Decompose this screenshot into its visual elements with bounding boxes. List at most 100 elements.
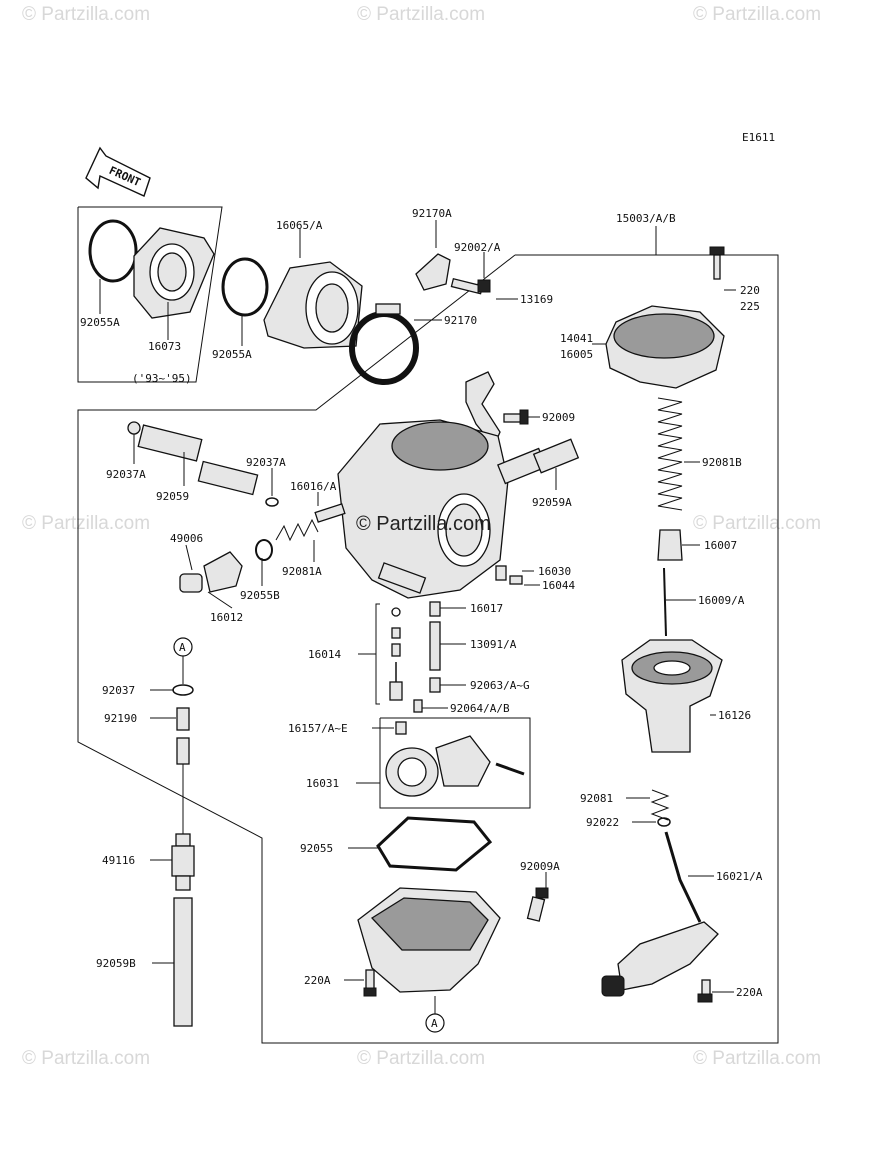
label-92037: 92037 [102, 684, 135, 697]
spring-92081 [650, 789, 670, 821]
washer-92022 [657, 817, 671, 827]
screw-220a-right-icon [697, 979, 713, 1003]
watermark-bottom-left: © Partzilla.com [22, 1048, 150, 1069]
intake-gasket-box [77, 206, 223, 383]
hose-92190 [176, 707, 190, 765]
bolt-92002 [450, 277, 491, 295]
ref-a-top-label: A [179, 641, 186, 654]
watermark-mid-left: © Partzilla.com [22, 513, 150, 534]
label-16016: 16016/A [290, 480, 337, 493]
jets-bracket [375, 603, 403, 705]
label-14041: 14041 [560, 332, 593, 345]
label-92081: 92081 [580, 792, 613, 805]
pilot-jet-92064 [413, 699, 423, 713]
label-49006: 49006 [170, 532, 203, 545]
label-16007: 16007 [704, 539, 737, 552]
spring-92081b [657, 397, 683, 511]
label-16017: 16017 [470, 602, 503, 615]
washer-92037 [172, 684, 194, 696]
float-bowl-gasket [376, 816, 493, 872]
label-92064: 92064/A/B [450, 702, 510, 715]
top-cover [605, 305, 725, 389]
label-16009: 16009/A [698, 594, 745, 607]
hose-92059a [497, 438, 580, 485]
label-16044: 16044 [542, 579, 575, 592]
washer-92037a [265, 497, 279, 507]
label-92059: 92059 [156, 490, 189, 503]
label-92081b: 92081B [702, 456, 742, 469]
intake-holder [263, 261, 363, 349]
label-225: 225 [740, 300, 760, 313]
float-bowl [357, 887, 501, 993]
choke-cable [601, 831, 719, 997]
label-16126: 16126 [718, 709, 751, 722]
label-220a-right: 220A [736, 986, 763, 999]
tee-fitting-49116 [171, 833, 195, 891]
fitting-16030 [495, 565, 523, 585]
watermark-mid-right: © Partzilla.com [693, 513, 821, 534]
carburetor-body [337, 419, 509, 599]
label-16005: 16005 [560, 348, 593, 361]
choke-plunger [179, 551, 243, 593]
carburetor-assembly-outline [77, 254, 779, 1044]
label-92055: 92055 [300, 842, 333, 855]
hose-92059 [127, 421, 259, 496]
vacuum-piston [621, 639, 723, 753]
label-92170a: 92170A [412, 207, 452, 220]
label-16157: 16157/A~E [288, 722, 348, 735]
label-16031: 16031 [306, 777, 339, 790]
label-92081a: 92081A [282, 565, 322, 578]
year-note: ('93~'95) [132, 372, 192, 385]
watermark-top-left: © Partzilla.com [22, 4, 150, 25]
clamp-bracket [415, 253, 451, 291]
leader-lines [99, 220, 736, 993]
throttle-lever-bracket [465, 371, 501, 448]
screw-220a-left-icon [363, 969, 377, 997]
ref-a-bottom: A [425, 996, 445, 1033]
hose-92059b [173, 897, 193, 1027]
needle-holder [657, 529, 683, 561]
label-92037a-left: 92037A [106, 468, 146, 481]
label-92059a: 92059A [532, 496, 572, 509]
pilot-screw [314, 503, 346, 523]
label-92170: 92170 [444, 314, 477, 327]
label-92190: 92190 [104, 712, 137, 725]
spring-92081a [275, 518, 319, 542]
watermark-bottom-right: © Partzilla.com [693, 1048, 821, 1069]
label-92055a-mid: 92055A [212, 348, 252, 361]
intake-flange [133, 227, 215, 319]
label-16014: 16014 [308, 648, 341, 661]
label-13091: 13091/A [470, 638, 517, 651]
label-92009a: 92009A [520, 860, 560, 873]
label-92009: 92009 [542, 411, 575, 424]
o-ring-small-92055b [255, 539, 273, 561]
label-92055b: 92055B [240, 589, 280, 602]
needle-jet-13091 [429, 621, 441, 671]
watermark-top-right: © Partzilla.com [693, 4, 821, 25]
label-16021: 16021/A [716, 870, 763, 883]
main-jet-92063 [429, 677, 441, 693]
screw-220-icon [709, 246, 725, 280]
ref-a-top: A [173, 637, 193, 657]
label-49116: 49116 [102, 854, 135, 867]
part-labels: 92055A 16073 92055A 16065/A 92170A 92002… [80, 207, 763, 999]
front-arrow-icon: FRONT [85, 146, 151, 197]
main-jet-16017 [429, 601, 441, 617]
watermark-top-center: © Partzilla.com [357, 4, 485, 25]
o-ring-large-left [88, 219, 138, 283]
carburetor-body-box [379, 717, 531, 809]
diagram-code: E1611 [742, 131, 775, 144]
label-220: 220 [740, 284, 760, 297]
watermarks: © Partzilla.com © Partzilla.com © Partzi… [22, 4, 821, 1069]
label-92022: 92022 [586, 816, 619, 829]
label-220a-left: 220A [304, 974, 331, 987]
ref-a-bottom-label: A [431, 1017, 438, 1030]
jet-needle [663, 567, 667, 637]
screw-92009-icon [503, 409, 529, 425]
label-92059b: 92059B [96, 957, 136, 970]
label-92063: 92063/A~G [470, 679, 530, 692]
hose-clamp [349, 303, 419, 385]
label-92002: 92002/A [454, 241, 501, 254]
label-16030: 16030 [538, 565, 571, 578]
